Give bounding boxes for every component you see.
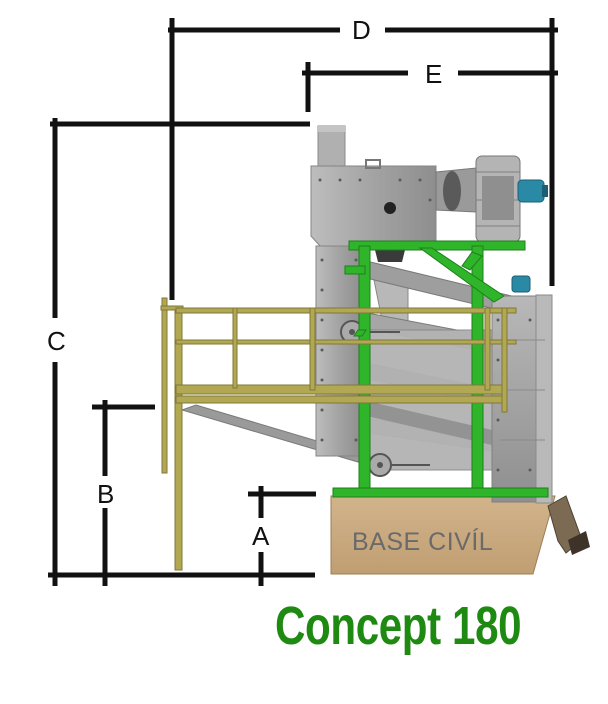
dimension-label-a: A (249, 523, 273, 549)
dimension-label-b: B (94, 481, 118, 507)
support-frame (332, 240, 549, 498)
machine-body (310, 125, 553, 504)
brand-title: Concept 180 (275, 596, 522, 656)
dimension-label-d: D (349, 17, 374, 43)
dimension-lines (48, 18, 558, 586)
dimension-label-e: E (422, 61, 446, 87)
outlet-chute (547, 495, 590, 555)
base-label: BASE CIVÍL (352, 528, 494, 556)
walkway-platform (160, 297, 517, 571)
dimension-label-c: C (44, 328, 69, 354)
